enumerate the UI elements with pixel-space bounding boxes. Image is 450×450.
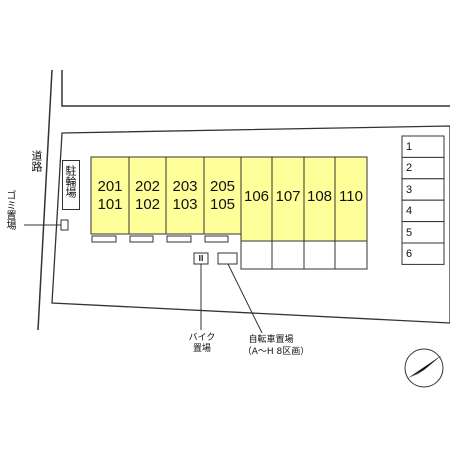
- unit-8: [334, 156, 368, 242]
- bike-parking-label: バイク 置場: [188, 333, 216, 354]
- unit-label: 106: [243, 188, 270, 205]
- parking-stall-label: 1: [406, 141, 413, 153]
- unit-label: 205 105: [209, 178, 236, 213]
- lot-boundary: [51, 125, 450, 324]
- parking-stall-label: 5: [406, 226, 413, 239]
- bicycle-area-box: [217, 252, 238, 265]
- unit-storage-row: [91, 235, 229, 243]
- parking-stall-6: [401, 242, 445, 265]
- storage-box: [204, 235, 229, 243]
- unit-2: [128, 156, 167, 235]
- front-parking-space: [303, 240, 336, 270]
- unit-label: 108: [306, 188, 333, 205]
- parking-stall-list: [401, 135, 445, 265]
- bicycle-parking-left-label: 駐輪場: [64, 165, 77, 198]
- bicycle-parking-note: （A～H 8区画）: [242, 347, 310, 357]
- storage-box: [166, 235, 192, 243]
- front-parking-space: [334, 240, 368, 270]
- bicycle-parking-left: 駐輪場: [62, 160, 80, 210]
- storage-box: [129, 235, 154, 243]
- bicycle-leader-line: [227, 263, 263, 334]
- building: [90, 156, 368, 242]
- bicycle-parking-label: 自転車置場: [248, 335, 294, 345]
- unit-1: [90, 156, 130, 235]
- unit-label: 107: [275, 188, 301, 205]
- unit-4: [203, 156, 242, 235]
- front-parking-space: [240, 240, 273, 270]
- road-label: 道路: [30, 150, 43, 172]
- garbage-label: ゴミ置場: [4, 190, 15, 230]
- unit-label: 202 102: [134, 178, 161, 213]
- garbage-station: [60, 219, 69, 231]
- road-edge-left: [37, 69, 53, 331]
- parking-stall-label: 2: [406, 162, 413, 175]
- unit-6: [271, 156, 305, 242]
- bike-area-marker: Ⅲ: [198, 254, 204, 263]
- parking-stall-label: 4: [406, 205, 413, 218]
- unit-3: [165, 156, 205, 235]
- parking-stall-label: 6: [406, 248, 413, 260]
- parking-row-front: [240, 240, 368, 270]
- road-edge-top: [61, 70, 450, 107]
- front-parking-space: [271, 240, 305, 270]
- parking-stall-label: 3: [406, 183, 413, 196]
- unit-label: 203 103: [172, 178, 198, 213]
- storage-box: [91, 235, 117, 243]
- north-arrow-icon: [404, 348, 444, 388]
- unit-label: 201 101: [97, 178, 123, 213]
- unit-label: 110: [339, 188, 363, 205]
